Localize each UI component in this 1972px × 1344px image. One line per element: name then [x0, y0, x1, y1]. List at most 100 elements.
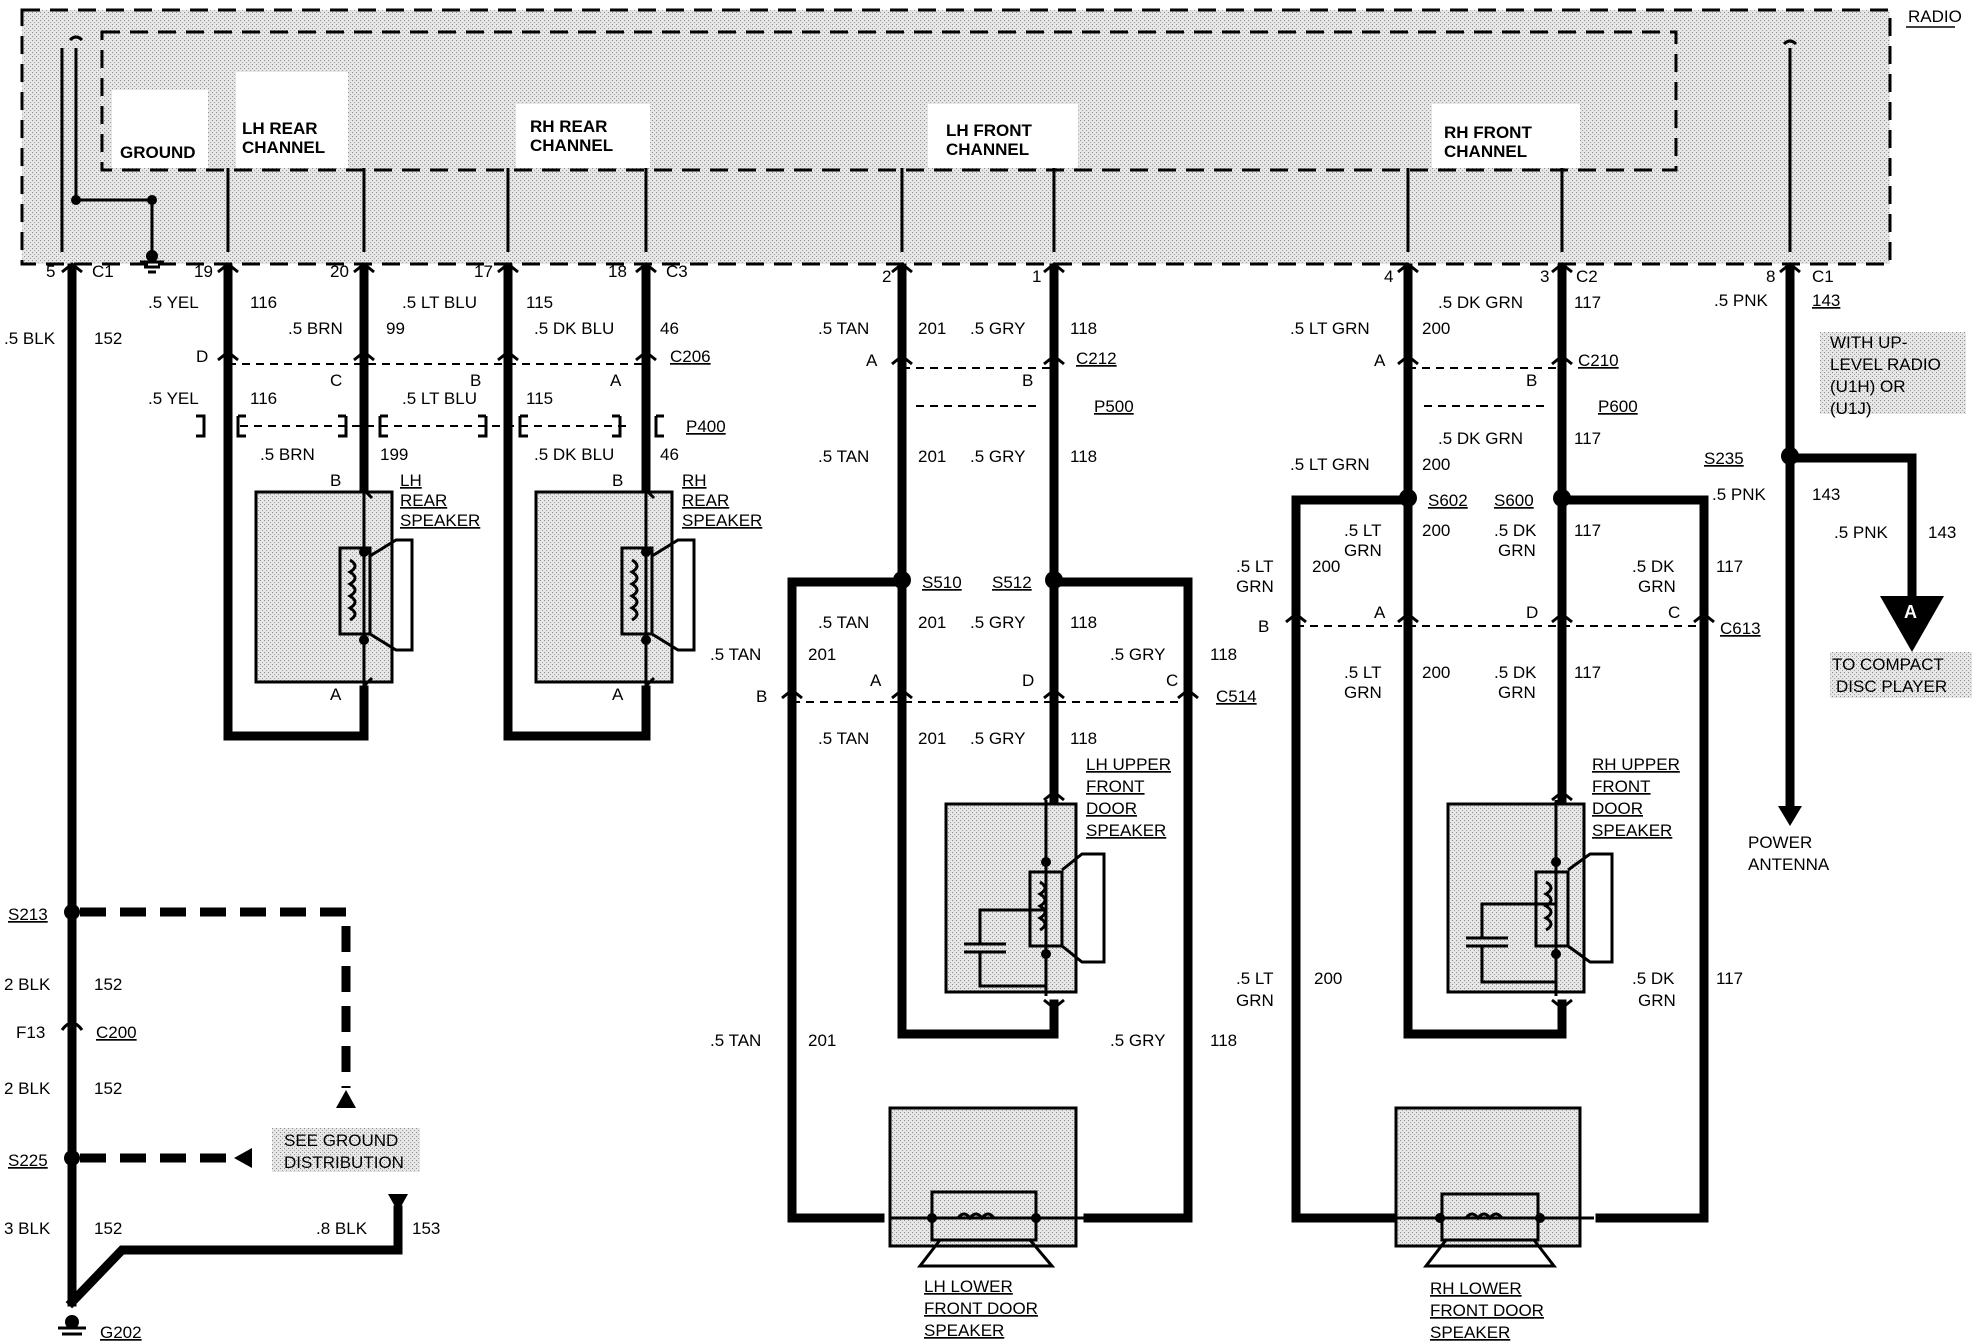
lh-lower-front-speaker-label-2: FRONT DOOR [924, 1299, 1038, 1318]
wire-ltgrn-l2-2: GRN [1344, 683, 1382, 702]
wire-ltgrn-o2-2: GRN [1236, 991, 1274, 1010]
wire-dkblu46b-num: 46 [660, 445, 679, 464]
wire-ltgrn-l1: .5 LT [1344, 521, 1381, 540]
uplevel-note-4: (U1J) [1830, 399, 1872, 418]
wire-dkblu46-num: 46 [660, 319, 679, 338]
wire-tan201d: .5 TAN [710, 645, 761, 664]
wire-gry118d: .5 GRY [1110, 645, 1165, 664]
radio-label: RADIO [1908, 7, 1962, 26]
pin-2: 2 [882, 267, 891, 286]
conn-c210: C210 [1578, 351, 1619, 370]
c613-b: B [1258, 617, 1269, 636]
rhrear-pin-b: B [612, 471, 623, 490]
c613-a: A [1374, 603, 1386, 622]
c206-b: B [470, 371, 481, 390]
splice-s213: S213 [8, 905, 48, 924]
wire-dkgrn-l1-2: GRN [1498, 541, 1536, 560]
wire-gry118e-num: 118 [1070, 729, 1097, 748]
wire-pnk143a-num: 143 [1812, 291, 1840, 310]
pin-1: 1 [1032, 267, 1041, 286]
uplevel-note-2: LEVEL RADIO [1830, 355, 1941, 374]
wire-dkgrn-o1-num: 117 [1716, 557, 1743, 576]
wire-pnk143a: .5 PNK [1714, 291, 1769, 310]
wire-tan201d-num: 201 [808, 645, 836, 664]
cd-connector-a: A [1904, 602, 1917, 622]
wire-2blk-a: 2 BLK [4, 975, 51, 994]
wire-ltgrn200b: .5 LT GRN [1290, 455, 1370, 474]
wire-dkgrn-o2-2: GRN [1638, 991, 1676, 1010]
pin-17: 17 [474, 262, 493, 281]
conn-c206: C206 [670, 347, 711, 366]
wire-tan201f-num: 201 [808, 1031, 836, 1050]
wire-dkgrn-l1: .5 DK [1494, 521, 1537, 540]
splice-s235: S235 [1704, 449, 1744, 468]
rh-upper-front-speaker-label-2: FRONT [1592, 777, 1651, 796]
lh-front-channel-label-2: CHANNEL [946, 140, 1029, 159]
wire-dkgrn117a: .5 DK GRN [1438, 293, 1523, 312]
lhrear-pin-a: A [330, 685, 342, 704]
wire-gry118e: .5 GRY [970, 729, 1025, 748]
see-ground-distribution: SEE GROUND [284, 1131, 398, 1150]
wire-ltgrn-o1-2: GRN [1236, 577, 1274, 596]
antenna-circuit: .5 PNK 143 WITH UP- LEVEL RADIO (U1H) OR… [1704, 263, 1972, 874]
wire-brn99-num: 99 [386, 319, 405, 338]
rh-lower-front-speaker-label: RH LOWER [1430, 1279, 1522, 1298]
rh-rear-channel-label-2: CHANNEL [530, 136, 613, 155]
ground-circuit: .5 BLK 152 S213 2 BLK 152 F13 C200 2 BLK… [4, 263, 440, 1342]
wire-tan201f: .5 TAN [710, 1031, 761, 1050]
wire-yel116-num: 116 [250, 293, 277, 312]
wire-yel116b-num: 116 [250, 389, 277, 408]
wire-8blk: .8 BLK [316, 1219, 368, 1238]
to-compact-disc-player: TO COMPACT [1832, 655, 1944, 674]
lh-rear-speaker-circuit: B A LH REAR SPEAKER [223, 263, 480, 741]
splice-s600: S600 [1494, 491, 1534, 510]
c206-c: C [330, 371, 342, 390]
wire-dkgrn-o1-2: GRN [1638, 577, 1676, 596]
wire-2blk-a-num: 152 [94, 975, 122, 994]
lh-lower-front-speaker-label: LH LOWER [924, 1277, 1013, 1296]
conn-c1b: C1 [1812, 267, 1834, 286]
ground-label: GROUND [120, 143, 196, 162]
wire-brn199-num: 199 [380, 445, 408, 464]
rh-upper-front-speaker-label: RH UPPER [1592, 755, 1680, 774]
lh-lower-front-speaker-label-3: SPEAKER [924, 1321, 1004, 1340]
c210-b: B [1526, 371, 1537, 390]
wire-yel116b: .5 YEL [148, 389, 199, 408]
wire-dkgrn117b: .5 DK GRN [1438, 429, 1523, 448]
c212-a: A [866, 351, 878, 370]
wire-ltgrn-o1: .5 LT [1236, 557, 1273, 576]
wire-brn199: .5 BRN [260, 445, 315, 464]
rh-lower-front-speaker-label-2: FRONT DOOR [1430, 1301, 1544, 1320]
rh-rear-speaker-label-2: REAR [682, 491, 729, 510]
wire-tan201e-num: 201 [918, 729, 946, 748]
wire-tan201a: .5 TAN [818, 319, 869, 338]
wire-2blk-b: 2 BLK [4, 1079, 51, 1098]
c514-b: B [756, 687, 767, 706]
pin-5: 5 [46, 262, 55, 281]
radio-block: RADIO GROUND LH REAR CHANNEL RH REAR CHA… [20, 7, 1962, 274]
pin-3: 3 [1540, 267, 1549, 286]
see-ground-distribution-2: DISTRIBUTION [284, 1153, 404, 1172]
wire-8blk-num: 153 [412, 1219, 440, 1238]
wire-ltgrn200b-num: 200 [1422, 455, 1450, 474]
lh-front-circuit: .5 TAN 201 .5 GRY 118 A B C212 P500 .5 T… [710, 263, 1257, 1340]
uplevel-note: WITH UP- [1830, 333, 1907, 352]
wire-ltgrn-o1-num: 200 [1312, 557, 1340, 576]
lhrear-pin-b: B [330, 471, 341, 490]
rh-front-circuit: .5 DK GRN 117 .5 LT GRN 200 A B C210 P60… [1236, 263, 1761, 1342]
lh-front-channel-label: LH FRONT [946, 121, 1033, 140]
lh-upper-front-speaker-label-2: FRONT [1086, 777, 1145, 796]
rhrear-pin-a: A [612, 685, 624, 704]
wire-ltgrn200a-num: 200 [1422, 319, 1450, 338]
rh-rear-speaker-label-3: SPEAKER [682, 511, 762, 530]
lh-rear-speaker-label-2: REAR [400, 491, 447, 510]
wire-ltblu115-num: 115 [526, 293, 553, 312]
conn-c1: C1 [92, 262, 114, 281]
wire-dkgrn117a-num: 117 [1574, 293, 1601, 312]
rh-lower-front-speaker-label-3: SPEAKER [1430, 1323, 1510, 1342]
wire-gry118c-num: 118 [1070, 613, 1097, 632]
wire-gry118a-num: 118 [1070, 319, 1097, 338]
conn-c2: C2 [1576, 267, 1598, 286]
wire-dkgrn117b-num: 117 [1574, 429, 1601, 448]
